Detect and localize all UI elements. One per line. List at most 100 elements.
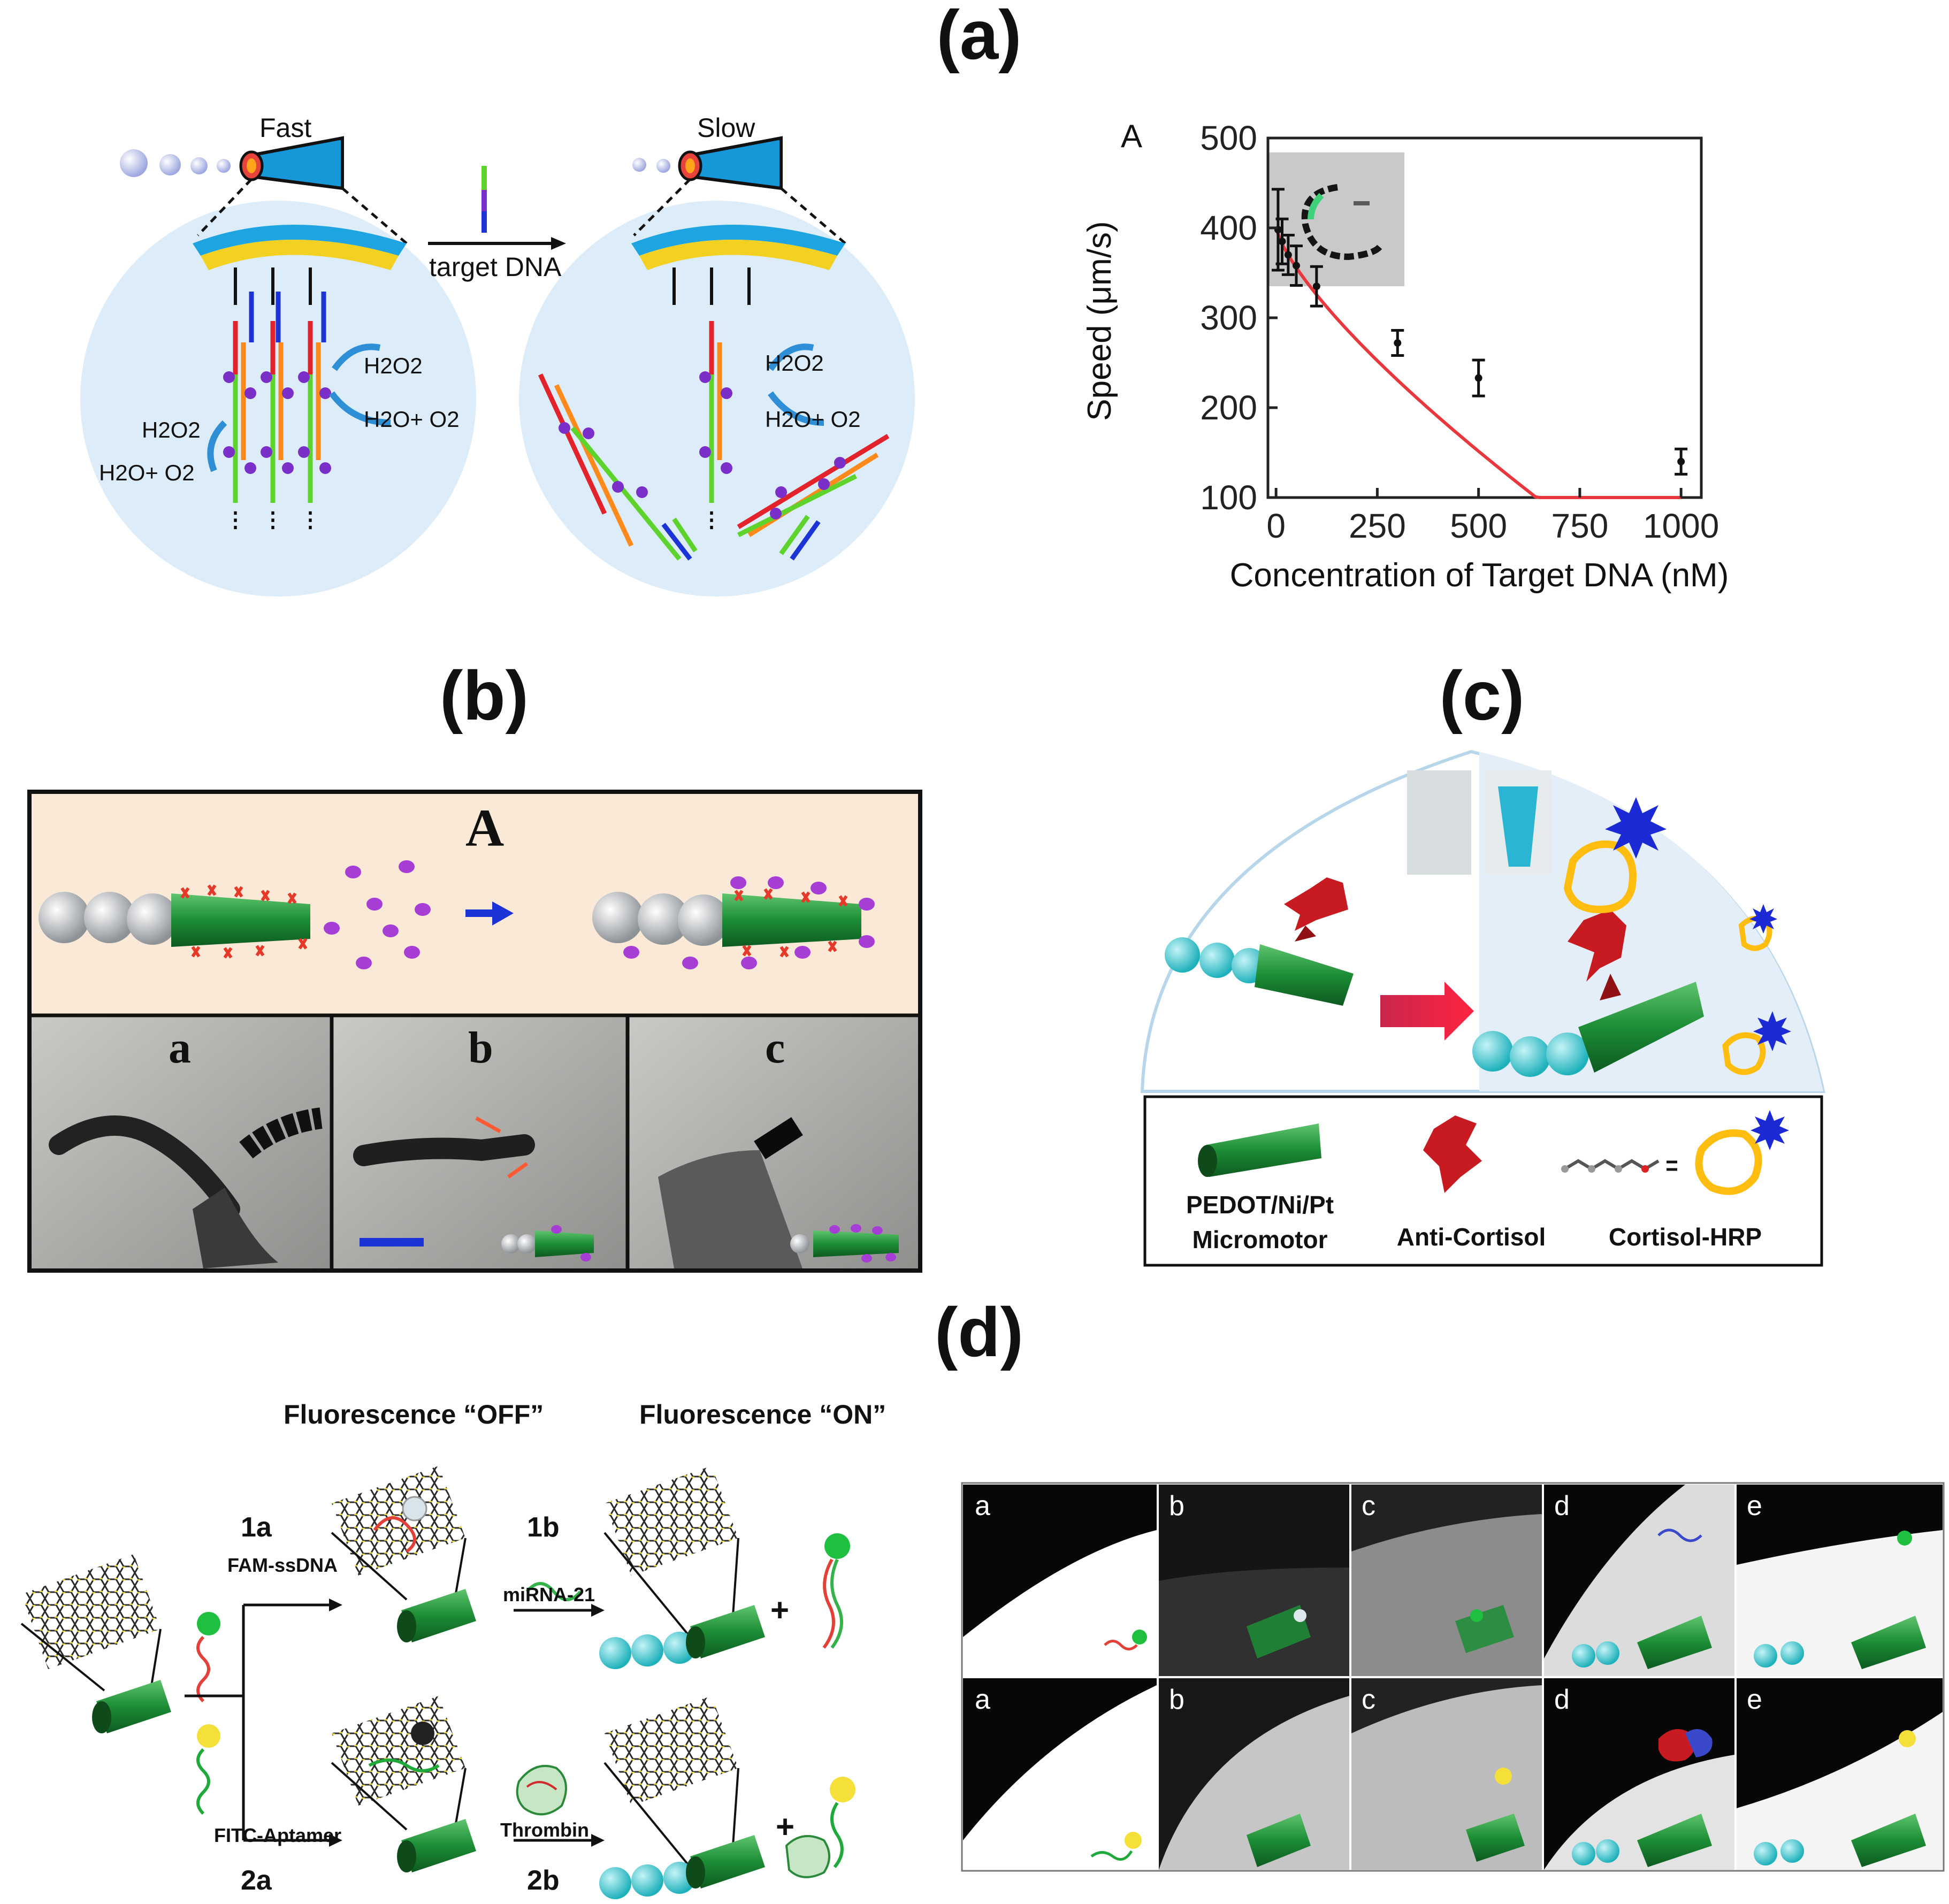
fast-micromotor xyxy=(120,136,344,190)
legend-micromotor-line1: PEDOT/Ni/Pt xyxy=(1186,1191,1334,1219)
chart-inset-image xyxy=(1268,152,1404,286)
data-point-7 xyxy=(1677,457,1685,465)
grid-row2-label-c: c xyxy=(1362,1684,1375,1715)
y-tick-label-4: 500 xyxy=(1200,119,1257,157)
h2o2-label-left-bottom: H2O2 xyxy=(142,417,201,442)
grid-row2-label-a: a xyxy=(975,1684,990,1715)
on-state-mirna-motor xyxy=(599,1466,765,1669)
fam-ssdna-probe-icon xyxy=(196,1612,220,1703)
left-zoom-circle xyxy=(80,201,476,597)
legend-conjugate-label: Cortisol-HRP xyxy=(1608,1223,1762,1251)
y-tick-label-1: 200 xyxy=(1200,388,1257,427)
chart-x-axis-label: Concentration of Target DNA (nM) xyxy=(1229,557,1729,594)
target-dna-label: target DNA xyxy=(429,252,562,282)
fit-line xyxy=(1274,227,1682,499)
legend-micromotor-icon xyxy=(1198,1123,1321,1177)
grid-row1-label-a: a xyxy=(975,1490,990,1521)
panel-b-figure xyxy=(27,790,922,1273)
svg-text:⋮: ⋮ xyxy=(225,508,246,532)
thrombin-target-icon xyxy=(516,1764,567,1816)
fitc-aptamer-label: FITC-Aptamer xyxy=(214,1824,342,1846)
right-dna-strands: ⋮ xyxy=(538,267,890,561)
fluorescence-off-title: Fluorescence “OFF” xyxy=(284,1400,544,1429)
slow-micromotor xyxy=(632,136,783,190)
legend-hrp-icon xyxy=(1695,1110,1789,1195)
fit-curve xyxy=(1274,227,1682,499)
released-fam-duplex-icon xyxy=(822,1533,850,1649)
y-tick-label-2: 300 xyxy=(1200,299,1257,337)
x-tick-label-1: 250 xyxy=(1349,507,1406,545)
thrombin-label: Thrombin xyxy=(500,1819,589,1841)
inset-motor-b xyxy=(501,1225,594,1261)
step-2b-label: 2b xyxy=(527,1865,560,1896)
capture-arrow-icon xyxy=(465,901,514,926)
off-state-mirna-motor xyxy=(331,1466,476,1642)
data-point-6 xyxy=(1474,374,1482,382)
released-fitc-complex-icon xyxy=(785,1777,855,1878)
panel-b-top-label: A xyxy=(465,798,505,858)
fam-ssdna-label: FAM-ssDNA xyxy=(227,1554,338,1576)
dome-right-shaded xyxy=(1479,752,1823,1091)
step-1a-label: 1a xyxy=(241,1512,272,1543)
products-label-right: H2O+ O2 xyxy=(765,407,861,432)
mirna-21-label: miRNA-21 xyxy=(503,1584,595,1605)
data-point-4 xyxy=(1312,282,1320,290)
grid-row1-label-c: c xyxy=(1362,1490,1375,1521)
transition-arrow-icon xyxy=(1380,982,1474,1041)
panel-d-schematic xyxy=(20,1466,855,1899)
chart-panel-letter: A xyxy=(1121,118,1143,154)
data-point-5 xyxy=(1394,339,1402,347)
chart-y-axis-label: Speed (μm/s) xyxy=(1081,221,1118,421)
legend-micromotor-line2: Micromotor xyxy=(1192,1226,1328,1253)
micromotor-with-antibody xyxy=(1165,877,1354,1006)
svg-text:⋮: ⋮ xyxy=(701,508,722,532)
plus-sign-top: + xyxy=(770,1592,790,1628)
grid-row1-label-b: b xyxy=(1169,1490,1184,1521)
step-2a-label: 2a xyxy=(241,1865,272,1896)
x-tick-label-0: 0 xyxy=(1266,507,1286,545)
products-label-left-top: H2O+ O2 xyxy=(364,407,460,432)
grid-row2-label-e: e xyxy=(1747,1684,1762,1715)
x-tick-label-4: 1000 xyxy=(1643,507,1719,545)
slow-label: Slow xyxy=(697,113,755,143)
data-points xyxy=(1271,188,1688,476)
legend-antibody-label: Anti-Cortisol xyxy=(1396,1223,1546,1251)
panel-a-label: (a) xyxy=(936,0,1022,74)
h2o2-label-right: H2O2 xyxy=(765,350,824,376)
micromotor-capturing-conjugate xyxy=(1472,797,1704,1077)
step-1b-label: 1b xyxy=(527,1512,560,1543)
svg-text:⋮: ⋮ xyxy=(262,508,284,532)
legend-antibody-icon xyxy=(1423,1115,1482,1193)
fitc-aptamer-probe-icon xyxy=(196,1724,220,1815)
svg-text:⋮: ⋮ xyxy=(300,508,321,532)
panel-c-label: (c) xyxy=(1439,656,1525,735)
right-zoom-circle xyxy=(519,201,915,597)
inset-trajectory-green xyxy=(1308,193,1324,220)
panel-b-label: (b) xyxy=(440,656,529,735)
scale-bar xyxy=(360,1238,424,1247)
panel-a-schematic: ⋮ ⋮ ⋮ xyxy=(80,136,915,597)
free-conjugate-1 xyxy=(1738,904,1777,951)
y-tick-label-0: 100 xyxy=(1200,478,1257,517)
grid-row2-label-d: d xyxy=(1554,1684,1570,1715)
legend-cortisol-molecule-icon xyxy=(1561,1159,1677,1173)
fluorescence-on-title: Fluorescence “ON” xyxy=(639,1400,886,1429)
data-point-2 xyxy=(1284,251,1292,259)
left-dna-strands: ⋮ ⋮ ⋮ xyxy=(223,267,331,532)
graphene-micromotor-start xyxy=(20,1554,171,1733)
panel-d-label: (d) xyxy=(935,1293,1023,1371)
fast-label: Fast xyxy=(259,113,312,143)
h2o2-label-left-top: H2O2 xyxy=(364,353,423,378)
x-tick-label-2: 500 xyxy=(1450,507,1507,545)
on-state-thrombin-motor xyxy=(599,1696,765,1899)
data-point-3 xyxy=(1292,262,1300,270)
mirna-target-icon xyxy=(525,1582,582,1601)
grid-row1-label-d: d xyxy=(1554,1490,1570,1521)
micrograph-c-label: c xyxy=(765,1023,785,1073)
micromotor-before-capture xyxy=(39,884,310,959)
products-label-left-bottom: H2O+ O2 xyxy=(99,460,195,485)
micromotor-after-capture xyxy=(592,876,875,969)
x-tick-label-3: 750 xyxy=(1551,507,1609,545)
